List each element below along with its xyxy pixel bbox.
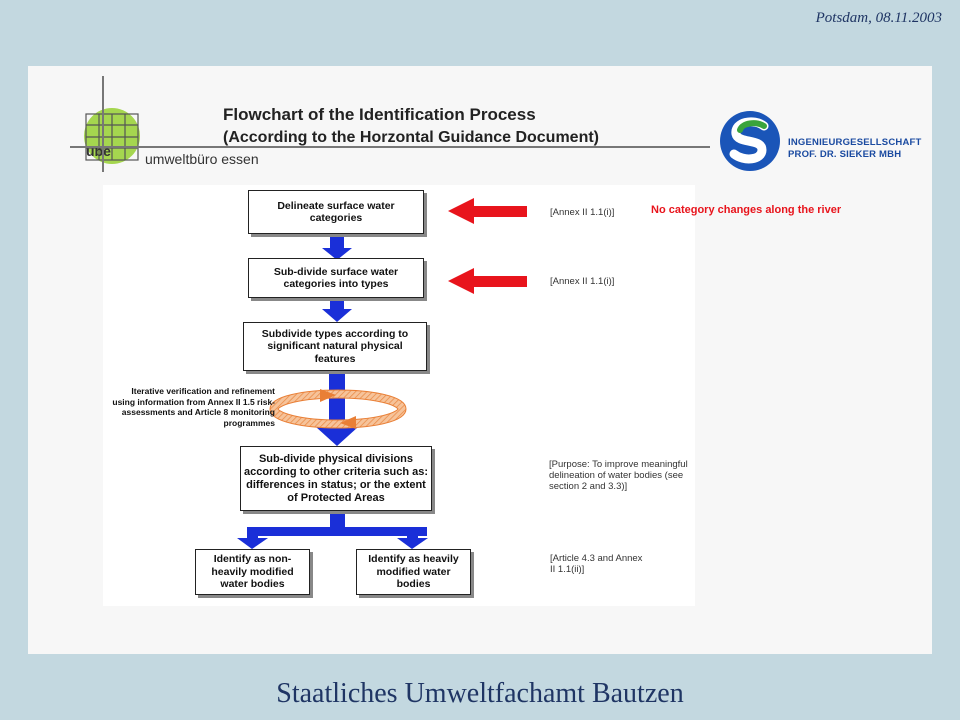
red-arrow-2-head: [448, 268, 474, 294]
down-arrow-2-head: [322, 309, 352, 322]
down-arrow-3: [329, 371, 345, 429]
footer-title: Staatliches Umweltfachamt Bautzen: [276, 678, 684, 709]
red-arrow-1-head: [448, 198, 474, 224]
ref-annex-2: [Annex II 1.1(i)]: [550, 276, 615, 287]
red-arrow-2: [470, 276, 527, 287]
logo-vertical-rule: [102, 76, 104, 172]
split-bar: [247, 527, 427, 536]
down-arrow-3-head: [316, 427, 358, 446]
title-rule: [70, 146, 710, 148]
flow-box-hmwb: Identify as heavily modified water bodie…: [356, 549, 471, 595]
split-right-head: [397, 538, 428, 549]
sieker-line2: PROF. DR. SIEKER MBH: [788, 149, 902, 160]
title-line2: (According to the Horzontal Guidance Doc…: [223, 129, 600, 146]
flow-box-physical-divisions: Sub-divide physical divisions according …: [240, 446, 432, 511]
title-line1: Flowchart of the Identification Process: [223, 105, 536, 124]
split-stem: [330, 511, 345, 531]
down-arrow-2: [330, 298, 344, 310]
split-left-leg: [247, 527, 258, 539]
header-date: Potsdam, 08.11.2003: [815, 10, 942, 26]
ref-purpose: [Purpose: To improve meaningful delineat…: [549, 459, 688, 492]
flow-box-non-hmwb: Identify as non-heavily modified water b…: [195, 549, 310, 595]
down-arrow-1-head: [322, 248, 352, 260]
ref-annex-1: [Annex II 1.1(i)]: [550, 207, 615, 218]
flow-box-natural-features: Subdivide types according to significant…: [243, 322, 427, 371]
ref-article: [Article 4.3 and Annex II 1.1(ii)]: [550, 553, 643, 575]
split-right-leg: [407, 527, 418, 539]
red-arrow-1: [470, 206, 527, 217]
page-title: Flowchart of the Identification Process …: [223, 103, 599, 149]
ube-name: umweltbüro essen: [145, 151, 259, 167]
sieker-logo-icon: [720, 111, 780, 171]
flow-box-delineate: Delineate surface water categories: [248, 190, 424, 234]
down-arrow-1: [330, 234, 344, 250]
iteration-cycle-icon: [269, 389, 407, 429]
ube-logo-icon: [84, 108, 140, 164]
sieker-line1: INGENIEURGESELLSCHAFT: [788, 137, 922, 148]
sieker-company: INGENIEURGESELLSCHAFT PROF. DR. SIEKER M…: [788, 137, 922, 161]
iteration-note: Iterative verification and refinement us…: [112, 386, 275, 428]
flow-box-subdivide-types: Sub-divide surface water categories into…: [248, 258, 424, 298]
split-left-head: [237, 538, 268, 549]
no-category-change-note: No category changes along the river: [651, 204, 842, 216]
